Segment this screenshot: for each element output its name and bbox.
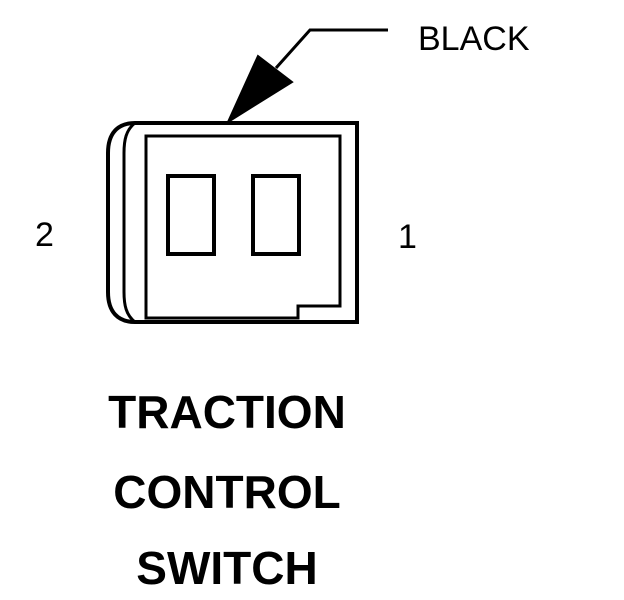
pin-1-label: 1: [398, 218, 417, 256]
wire-color-label: BLACK: [418, 20, 530, 58]
callout-arrowhead: [225, 54, 294, 125]
pin-2-label: 2: [35, 216, 54, 254]
pin-2-terminal: [166, 174, 216, 256]
connector-inner-cavity: [144, 134, 342, 320]
component-title: TRACTION CONTROL SWITCH: [108, 386, 346, 594]
callout-leader-line: [274, 28, 388, 70]
title-line-1: TRACTION: [108, 386, 346, 438]
wire-color-callout: BLACK: [225, 20, 530, 125]
pin-1-terminal: [251, 174, 301, 256]
connector-latch-lip: [122, 121, 136, 324]
connector-body: [106, 121, 359, 324]
title-line-2: CONTROL: [113, 466, 340, 518]
title-line-3: SWITCH: [136, 542, 317, 594]
